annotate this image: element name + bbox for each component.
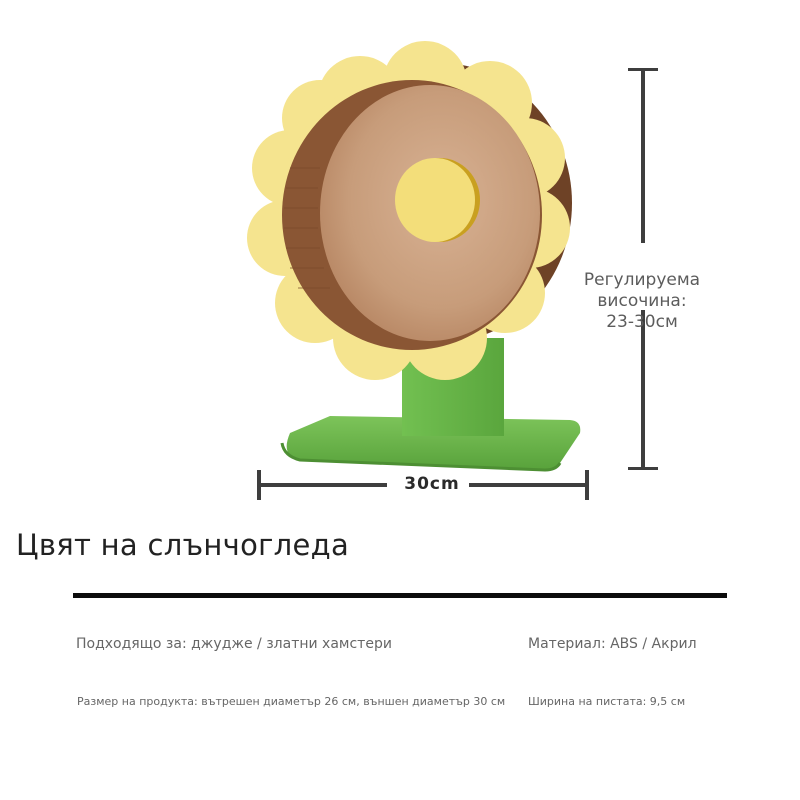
adjustable-height-label: Регулируема височина: 23-30см <box>572 270 712 333</box>
hamster-wheel-illustration <box>247 41 581 472</box>
spec-track-width: Ширина на пистата: 9,5 см <box>528 695 686 708</box>
width-marker-right-line <box>469 483 589 487</box>
spec-material: Материал: ABS / Акрил <box>528 636 697 652</box>
product-image-sunflower-wheel <box>240 38 590 478</box>
width-marker-left-line <box>257 483 387 487</box>
spec-suitable-for: Подходящо за: джудже / златни хамстери <box>76 636 392 652</box>
height-dimension-marker <box>628 68 658 470</box>
height-marker-lower-line <box>641 310 645 470</box>
height-marker-upper-line <box>641 68 645 243</box>
height-label-line1: Регулируема <box>583 270 701 290</box>
width-label: 30cm <box>404 474 460 494</box>
color-variant-title: Цвят на слънчогледа <box>16 528 350 562</box>
section-divider <box>73 593 727 598</box>
spec-product-size: Размер на продукта: вътрешен диаметър 26… <box>77 695 506 708</box>
height-label-line2: височина: <box>597 291 687 311</box>
height-label-line3: 23-30см <box>606 312 678 332</box>
width-dimension-marker: 30cm <box>257 470 589 500</box>
width-marker-right-cap <box>585 470 589 500</box>
height-marker-bottom-cap <box>628 467 658 470</box>
